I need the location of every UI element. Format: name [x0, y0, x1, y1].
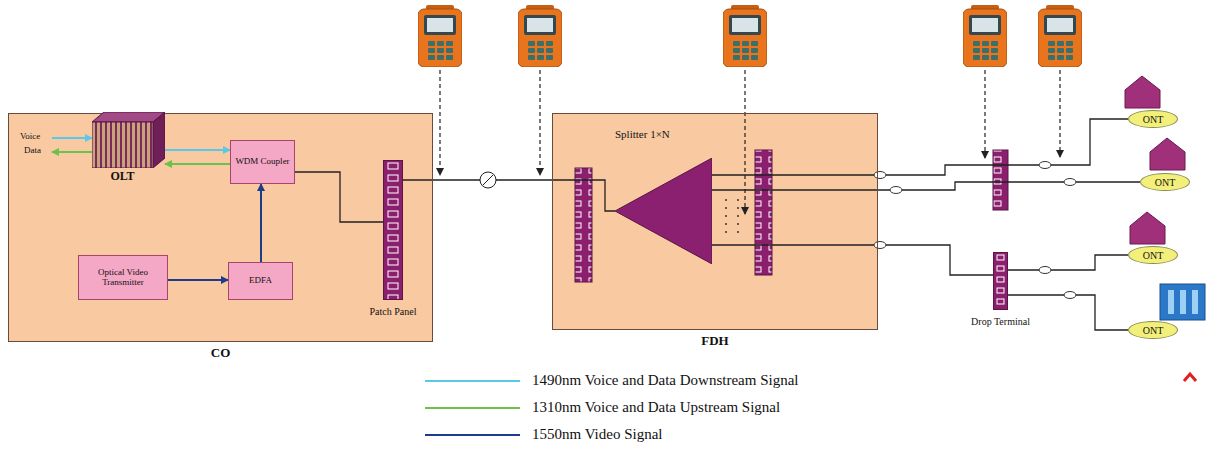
equipment-label: WDM Coupler [235, 157, 289, 167]
port-panel: Patch Panel [383, 160, 403, 300]
olt-chassis: OLT [92, 112, 165, 184]
fiber-connector [1008, 255, 1128, 270]
fiber-connector [712, 245, 993, 275]
enclosure-fill [8, 113, 433, 342]
fdh-panel [575, 150, 772, 282]
fiber-connector [168, 279, 228, 281]
fiber-connector [260, 184, 262, 262]
ont-label: ONT [1143, 114, 1164, 125]
equipment-box: WDM Coupler [230, 140, 295, 184]
ont-terminal: ONT [1128, 321, 1178, 339]
enclosure-fill [552, 113, 878, 330]
equipment-label: OLT [92, 169, 153, 184]
site-enclosure: FDHSplitter 1×N [552, 113, 878, 330]
olt-cube [92, 112, 165, 168]
optical-splitter: Splitter 1×N [615, 128, 712, 264]
legend-swatch [425, 407, 520, 409]
fiber-connector [712, 119, 1128, 175]
fiber-connector [403, 180, 615, 211]
legend-text: 1310nm Voice and Data Upstream Signal [532, 399, 780, 416]
fiber-connector [295, 172, 383, 222]
splitter-label: Splitter 1×N [615, 128, 670, 140]
legend-swatch [425, 434, 520, 436]
equipment-box: Optical Video Transmitter [78, 255, 168, 300]
panel-label: Patch Panel [370, 306, 417, 317]
building-icon [1160, 284, 1205, 320]
drop-terminal [993, 150, 1008, 210]
site-label: CO [211, 345, 231, 361]
site-enclosure: COOLTWDM CouplerOptical Video Transmitte… [8, 113, 433, 342]
fiber-connector [165, 163, 230, 165]
ont-label: ONT [1155, 177, 1176, 188]
legend-row: 1490nm Voice and Data Downstream Signal [425, 372, 798, 389]
ont-terminal: ONT [1128, 246, 1178, 264]
container-fill [8, 113, 878, 342]
splitter-dots [725, 199, 739, 233]
panel-ports [383, 160, 403, 300]
panel-label: Drop Terminal [971, 316, 1030, 327]
signal-name: Voice [20, 131, 40, 141]
ont-terminal: ONT [1128, 110, 1178, 128]
ont-label: ONT [1143, 325, 1164, 336]
ont-terminal: ONT [1140, 173, 1190, 191]
equipment-label: EDFA [249, 276, 272, 286]
inline-attenuator [480, 172, 496, 188]
signal-line [52, 138, 92, 152]
test-arrow [440, 70, 1060, 214]
splitter-triangle [615, 158, 712, 264]
site-label: FDH [701, 333, 728, 349]
port-panel: Drop Terminal [993, 252, 1008, 310]
legend-row: 1550nm Video Signal [425, 426, 663, 443]
equipment-label: Optical Video Transmitter [81, 268, 165, 288]
legend-text: 1490nm Voice and Data Downstream Signal [532, 372, 798, 389]
test-meter [418, 5, 1082, 67]
signal-name: Data [24, 145, 41, 155]
house-icon [1125, 76, 1185, 244]
legend-row: 1310nm Voice and Data Upstream Signal [425, 399, 780, 416]
splice-icon [874, 162, 1076, 299]
panel-ports [993, 252, 1008, 310]
equipment-box: EDFA [228, 262, 293, 300]
legend-swatch [425, 380, 520, 382]
legend-text: 1550nm Video Signal [532, 426, 663, 443]
ont-label: ONT [1143, 250, 1164, 261]
corner-mark [1184, 374, 1196, 381]
fiber-connector [165, 149, 230, 151]
